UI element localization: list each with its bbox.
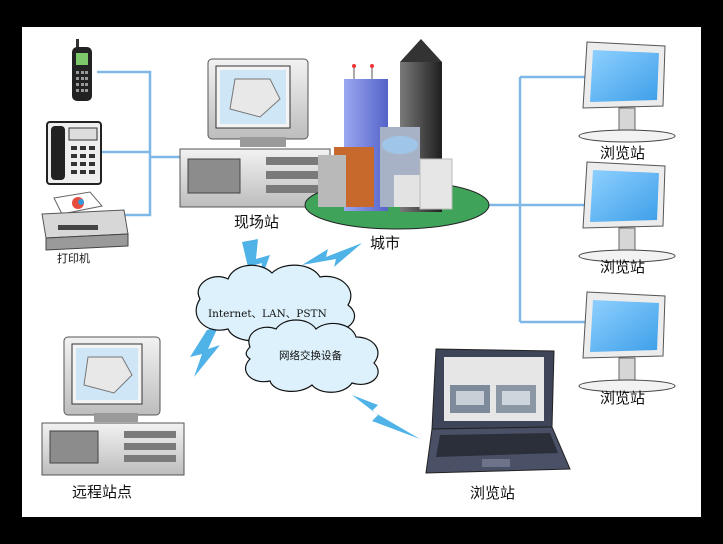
link-browse-branches <box>520 75 587 324</box>
network-cloud-icon <box>244 319 379 393</box>
network-diagram: 打印机 现场站 城市 浏览站 <box>41 39 676 502</box>
city-label: 城市 <box>370 234 400 252</box>
link-left-devices <box>97 70 152 217</box>
printer-label: 打印机 <box>57 251 90 265</box>
connection-lines <box>97 70 587 324</box>
mobile-phone-icon <box>72 39 92 101</box>
laptop-browse-label: 浏览站 <box>470 484 515 502</box>
remote-site-label: 远程站点 <box>72 483 132 501</box>
diagram-frame: 打印机 现场站 城市 浏览站 <box>22 27 701 517</box>
desktop-computer-icon <box>179 58 331 208</box>
telephone-icon <box>46 121 102 185</box>
network-cloud-icon <box>195 264 355 342</box>
switch-cloud-label: 网络交换设备 <box>279 349 342 362</box>
network-cloud-label: Internet、LAN、PSTN <box>208 308 327 320</box>
desktop-computer-icon <box>41 336 185 476</box>
lcd-monitor-icon <box>578 161 676 263</box>
lcd-monitor-icon <box>578 41 676 143</box>
site-station-label: 现场站 <box>234 213 279 231</box>
browse-station-label-1: 浏览站 <box>600 144 645 162</box>
printer-icon <box>41 191 129 251</box>
lcd-monitor-icon <box>578 291 676 393</box>
city-buildings-icon <box>304 39 490 230</box>
browse-station-label-3: 浏览站 <box>600 389 645 407</box>
browse-station-label-2: 浏览站 <box>600 258 645 276</box>
laptop-icon <box>425 348 571 474</box>
